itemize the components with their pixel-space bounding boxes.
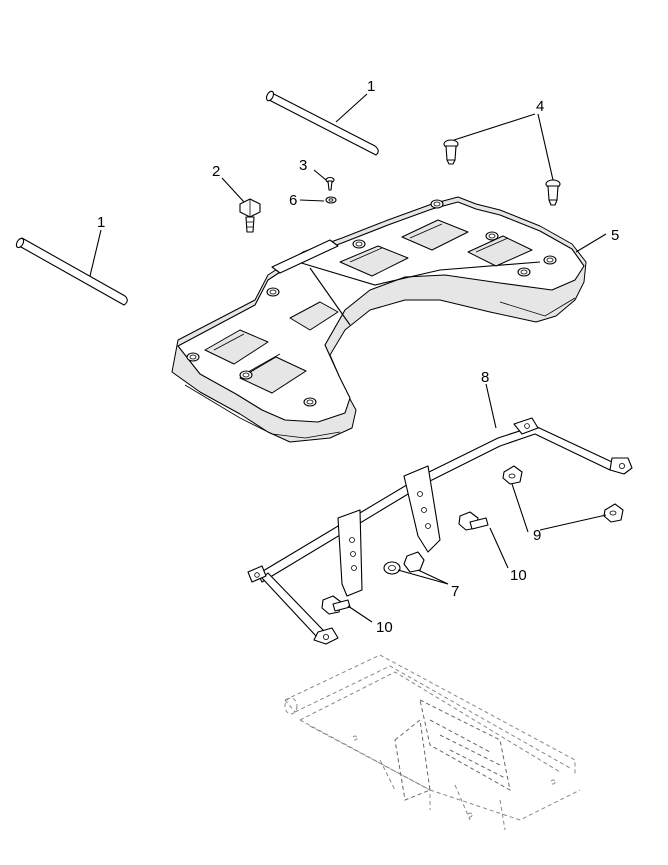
callout-5: 5 — [611, 227, 619, 244]
chassis-phantom — [284, 654, 581, 831]
washer — [325, 196, 337, 204]
push-pin-2 — [545, 179, 561, 206]
callout-6: 6 — [289, 192, 297, 209]
small-screw — [325, 176, 335, 191]
rack — [171, 196, 587, 443]
callout-10-lower: 10 — [376, 619, 393, 636]
bolt-upper — [458, 511, 489, 531]
callout-1-left-rod: 1 — [97, 214, 105, 231]
bolt-lower — [321, 595, 351, 615]
callout-2: 2 — [212, 163, 220, 180]
callout-8: 8 — [481, 369, 489, 386]
rod-left — [15, 237, 128, 306]
push-pin-1 — [443, 139, 459, 165]
leader-lines — [89, 93, 607, 623]
frame-brace — [247, 417, 633, 645]
flange-bolt — [239, 198, 261, 233]
callout-3: 3 — [299, 157, 307, 174]
callout-7: 7 — [451, 583, 459, 600]
callout-9: 9 — [533, 527, 541, 544]
flange-nuts — [383, 551, 425, 575]
hex-nuts — [502, 465, 624, 523]
callout-4: 4 — [536, 98, 544, 115]
callout-10-upper: 10 — [510, 567, 527, 584]
callout-1-upper-rod: 1 — [367, 78, 375, 95]
rod-upper — [265, 90, 379, 156]
